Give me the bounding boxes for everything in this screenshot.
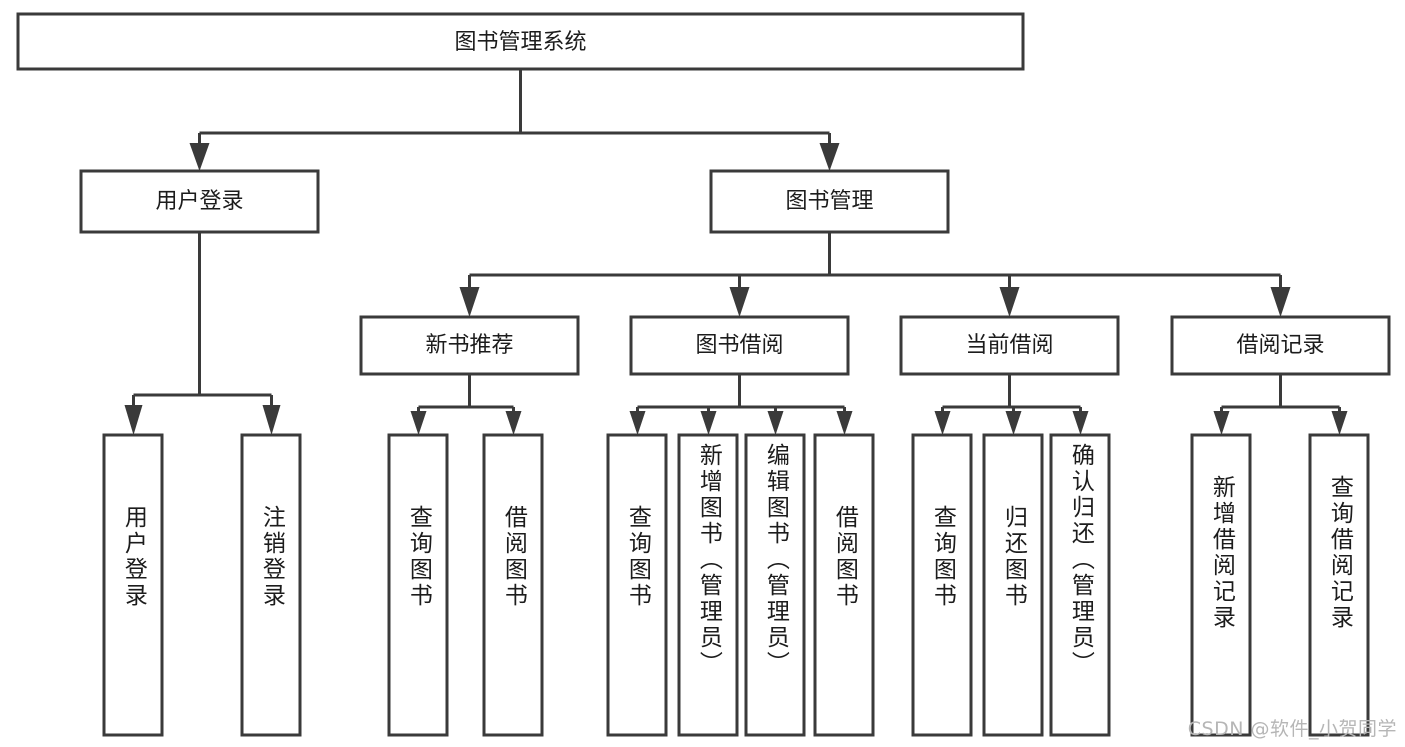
node-book-borrow[interactable]: 图书借阅	[629, 315, 850, 376]
arrowhead-leaf-borrow-borrow-book	[836, 411, 853, 435]
arrowhead-leaf-current-query-book	[934, 411, 951, 435]
node-user-login-box[interactable]	[79, 169, 320, 234]
node-book-manage[interactable]: 图书管理	[709, 169, 950, 234]
leaf-box-record-query[interactable]	[1308, 433, 1370, 737]
arrowhead-leaf-record-add	[1213, 411, 1230, 435]
leaf-box-current-return-book[interactable]	[982, 433, 1044, 737]
node-root-label: 图书管理系统	[454, 30, 586, 55]
arrowhead-leaf-recommend-borrow-book	[505, 411, 522, 435]
node-book-manage-box[interactable]	[709, 169, 950, 234]
leaf-box-user-logout[interactable]	[240, 433, 302, 737]
arrowhead-leaf-user-logout	[262, 405, 281, 435]
leaf-box-current-query-book[interactable]	[911, 433, 973, 737]
node-current-borrow[interactable]: 当前借阅	[899, 315, 1120, 376]
node-book-borrow-box[interactable]	[629, 315, 850, 376]
arrowhead-leaf-borrow-edit-book	[767, 411, 784, 435]
arrowhead-current-borrow	[999, 287, 1020, 317]
connector-group-new-book-recommend	[410, 374, 522, 435]
leaf-box-borrow-borrow-book[interactable]	[813, 433, 875, 737]
node-book-borrow-label: 图书借阅	[695, 333, 783, 358]
arrowhead-leaf-record-query	[1331, 411, 1348, 435]
arrowhead-new-book-recommend	[459, 287, 480, 317]
node-root-box[interactable]	[16, 12, 1025, 71]
node-borrow-record-box[interactable]	[1170, 315, 1391, 376]
connector-group-borrow-record	[1213, 374, 1348, 435]
leaf-box-recommend-query-book[interactable]	[387, 433, 449, 737]
leaf-box-borrow-add-book[interactable]	[677, 433, 739, 737]
node-user-login-label: 用户登录	[155, 189, 243, 214]
arrowhead-user-login	[189, 143, 210, 171]
node-new-book-recommend[interactable]: 新书推荐	[359, 315, 580, 376]
arrowhead-leaf-recommend-query-book	[410, 411, 427, 435]
leaf-box-group	[102, 433, 1370, 737]
node-book-manage-label: 图书管理	[785, 189, 873, 214]
node-user-login[interactable]: 用户登录	[79, 169, 320, 234]
node-root[interactable]: 图书管理系统	[16, 12, 1025, 71]
leaf-box-recommend-borrow-book[interactable]	[482, 433, 544, 737]
leaf-box-user-login[interactable]	[102, 433, 164, 737]
connector-group-book-manage	[459, 232, 1291, 317]
arrowhead-leaf-current-confirm-return	[1072, 411, 1089, 435]
node-current-borrow-box[interactable]	[899, 315, 1120, 376]
connector-group-user-login	[124, 232, 281, 435]
connector-group-book-borrow	[629, 374, 853, 435]
arrowhead-leaf-user-login	[124, 405, 143, 435]
connector-group-root	[189, 69, 840, 171]
leaf-box-borrow-edit-book[interactable]	[744, 433, 806, 737]
arrowhead-leaf-borrow-add-book	[700, 411, 717, 435]
arrowhead-book-borrow	[729, 287, 750, 317]
csdn-watermark: CSDN @软件_小贺同学	[1187, 718, 1397, 740]
arrowhead-borrow-record	[1270, 287, 1291, 317]
leaf-box-current-confirm-return[interactable]	[1049, 433, 1111, 737]
node-current-borrow-label: 当前借阅	[965, 333, 1053, 358]
node-new-book-recommend-label: 新书推荐	[425, 333, 513, 358]
leaf-box-record-add[interactable]	[1190, 433, 1252, 737]
leaf-box-borrow-query-book[interactable]	[606, 433, 668, 737]
connector-group-current-borrow	[934, 374, 1089, 435]
node-borrow-record-label: 借阅记录	[1236, 333, 1324, 358]
node-borrow-record[interactable]: 借阅记录	[1170, 315, 1391, 376]
node-new-book-recommend-box[interactable]	[359, 315, 580, 376]
arrowhead-book-manage	[819, 143, 840, 171]
arrowhead-leaf-current-return-book	[1005, 411, 1022, 435]
arrowhead-leaf-borrow-query-book	[629, 411, 646, 435]
